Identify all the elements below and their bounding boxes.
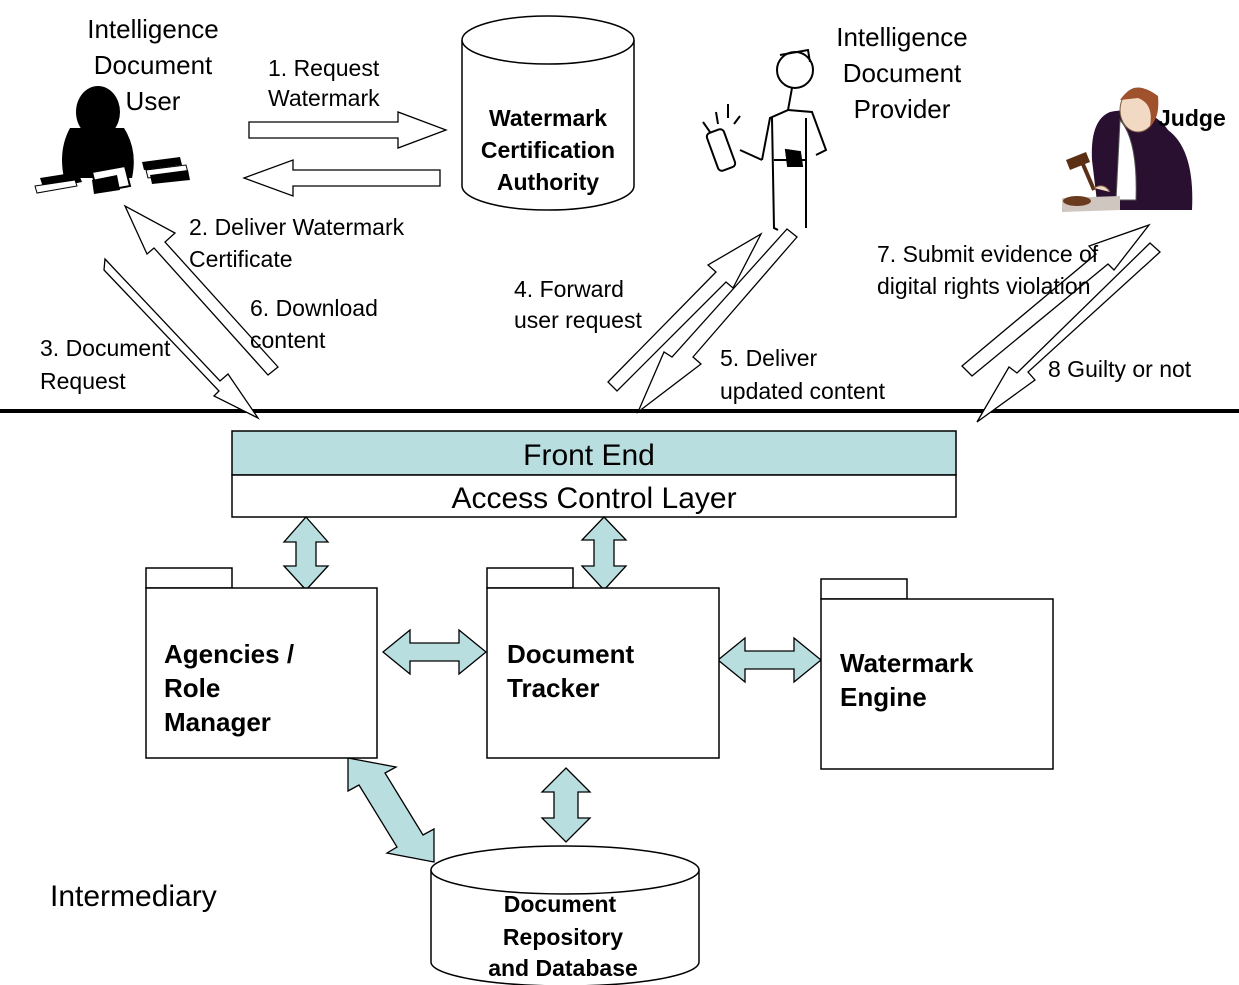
step-5-line-1: 5. Deliver	[720, 345, 817, 371]
tracker-line-2: Tracker	[507, 673, 600, 703]
deliver-content-arrow	[636, 228, 798, 415]
authority-line-1: Watermark	[489, 105, 607, 131]
provider-label-line-3: Provider	[854, 94, 951, 124]
authority-line-3: Authority	[497, 169, 599, 195]
provider-label-line-2: Document	[843, 58, 962, 88]
engine-line-2: Engine	[840, 682, 927, 712]
tracker-line-1: Document	[507, 639, 634, 669]
step-2-line-1: 2. Deliver Watermark	[189, 214, 405, 240]
provider-label-line-1: Intelligence	[836, 22, 968, 52]
submit-evidence-arrow	[961, 223, 1151, 377]
request-watermark-arrow	[248, 111, 448, 149]
agencies-line-1: Agencies /	[164, 639, 294, 669]
document-request-arrow	[103, 257, 260, 420]
judge-figure-icon	[1062, 87, 1193, 212]
repository-line-2: Repository	[503, 924, 623, 950]
user-label-line-1: Intelligence	[87, 14, 219, 44]
step-8-label: 8 Guilty or not	[1048, 356, 1192, 382]
agencies-line-2: Role	[164, 673, 220, 703]
step-1-line-1: 1. Request	[268, 55, 380, 81]
authority-line-2: Certification	[481, 137, 615, 163]
front-end-bar	[231, 430, 957, 476]
step-5-line-2: updated content	[720, 378, 886, 404]
engine-line-1: Watermark	[840, 648, 974, 678]
step-6-line-2: content	[250, 327, 326, 353]
front-end-label: Front End	[523, 439, 655, 472]
provider-figure-icon	[702, 48, 828, 231]
step-6-line-1: 6. Download	[250, 295, 378, 321]
user-figure-icon	[34, 86, 190, 194]
user-label-line-3: User	[126, 86, 181, 116]
user-label-line-2: Document	[94, 50, 213, 80]
deliver-certificate-arrow	[242, 159, 441, 197]
user-actor-label: Intelligence Document User	[87, 14, 219, 116]
step-3-line-2: Request	[40, 368, 126, 394]
step-7-line-2: digital rights violation	[877, 273, 1091, 299]
judge-label: Judge	[1158, 105, 1226, 131]
access-tracker-arrow	[580, 516, 628, 591]
certification-authority-cylinder	[461, 15, 635, 211]
document-repository-cylinder	[430, 845, 700, 985]
download-content-arrow	[123, 204, 279, 376]
access-agencies-arrow	[282, 516, 330, 591]
authority-label: Watermark Certification Authority	[481, 105, 615, 195]
step-4-line-2: user request	[514, 307, 642, 333]
provider-actor-label: Intelligence Document Provider	[836, 22, 968, 124]
agencies-repository-arrow	[347, 757, 435, 863]
step-2-line-2: Certificate	[189, 246, 293, 272]
step-1-line-2: Watermark	[268, 85, 380, 111]
step-4-line-1: 4. Forward	[514, 276, 624, 302]
forward-request-arrow	[607, 232, 763, 392]
repository-line-3: and Database	[488, 955, 638, 981]
repository-line-1: Document	[504, 891, 617, 917]
step-3-line-1: 3. Document	[40, 335, 171, 361]
access-control-label: Access Control Layer	[451, 482, 736, 515]
intermediary-label: Intermediary	[50, 880, 217, 913]
access-control-bar	[231, 474, 957, 518]
step-7-line-1: 7. Submit evidence of	[877, 241, 1099, 267]
tracker-engine-arrow	[716, 636, 823, 684]
watermark-engine-box	[820, 578, 1054, 770]
agencies-line-3: Manager	[164, 707, 271, 737]
tracker-repository-arrow	[540, 767, 592, 843]
agencies-tracker-arrow	[381, 628, 488, 676]
document-tracker-box	[486, 567, 720, 759]
agencies-role-manager-box	[145, 567, 378, 759]
verdict-arrow	[976, 242, 1161, 423]
